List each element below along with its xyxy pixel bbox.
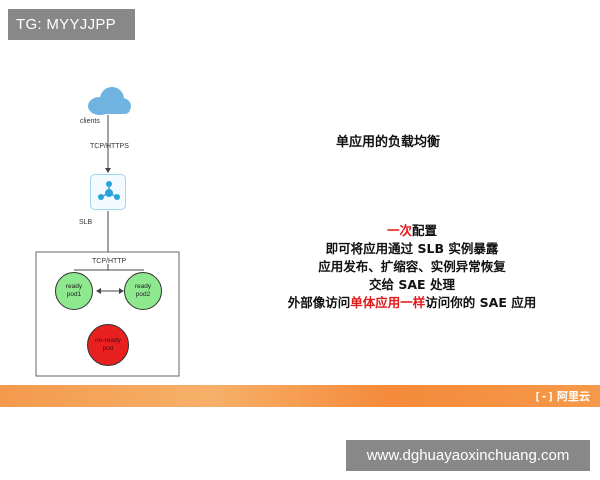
slb-node bbox=[90, 174, 126, 210]
desc-line-2: 即可将应用通过 SLB 实例暴露 bbox=[325, 241, 499, 256]
desc-line-4: 交给 SAE 处理 bbox=[369, 277, 455, 292]
footer-band: [-] 阿里云 bbox=[0, 385, 600, 407]
desc-line-1: 一次配置 bbox=[262, 222, 562, 240]
top-watermark: TG: MYYJJPP bbox=[8, 9, 135, 40]
description-block: 一次配置 即可将应用通过 SLB 实例暴露 应用发布、扩缩容、实例异常恢复 交给… bbox=[262, 222, 562, 312]
desc-line-1-rest: 配置 bbox=[412, 223, 438, 238]
panel-title: 单应用的负载均衡 bbox=[335, 135, 440, 150]
pod-not-ready-label: no-ready pod bbox=[95, 337, 121, 352]
arrow-head-slb bbox=[105, 168, 111, 173]
arrow-head-pod1 bbox=[96, 288, 101, 294]
aliyun-brand-text: 阿里云 bbox=[557, 390, 590, 403]
desc-line-3: 应用发布、扩缩容、实例异常恢复 bbox=[318, 259, 506, 274]
arrow-head-pod2 bbox=[119, 288, 124, 294]
cloud-icon bbox=[88, 87, 131, 115]
slb-icon bbox=[98, 181, 120, 200]
protocol-inner-label: TCP/HTTP bbox=[92, 258, 127, 265]
desc-line-5-highlight: 单体应用一样 bbox=[350, 295, 426, 310]
aliyun-logo: [-] 阿里云 bbox=[534, 388, 590, 404]
clients-label: clients bbox=[80, 118, 100, 125]
slb-label: SLB bbox=[79, 219, 93, 226]
pod-ready-2-label: ready pod2 bbox=[134, 283, 152, 298]
pod-ready-2: ready pod2 bbox=[124, 272, 162, 310]
desc-line-5-post: 访问你的 SAE 应用 bbox=[425, 295, 537, 310]
protocol-top-label: TCP/HTTPS bbox=[90, 143, 129, 150]
pod-ready-1-label: ready pod1 bbox=[65, 283, 83, 298]
bottom-watermark: www.dghuayaoxinchuang.com bbox=[346, 440, 590, 471]
desc-line-5-pre: 外部像访问 bbox=[287, 295, 351, 310]
cluster-box bbox=[35, 251, 180, 377]
pod-ready-1: ready pod1 bbox=[55, 272, 93, 310]
pod-not-ready: no-ready pod bbox=[87, 324, 129, 366]
aliyun-logo-icon: [-] bbox=[534, 389, 554, 403]
desc-line-1-highlight: 一次 bbox=[386, 223, 412, 238]
desc-line-5: 外部像访问单体应用一样访问你的 SAE 应用 bbox=[262, 294, 562, 312]
